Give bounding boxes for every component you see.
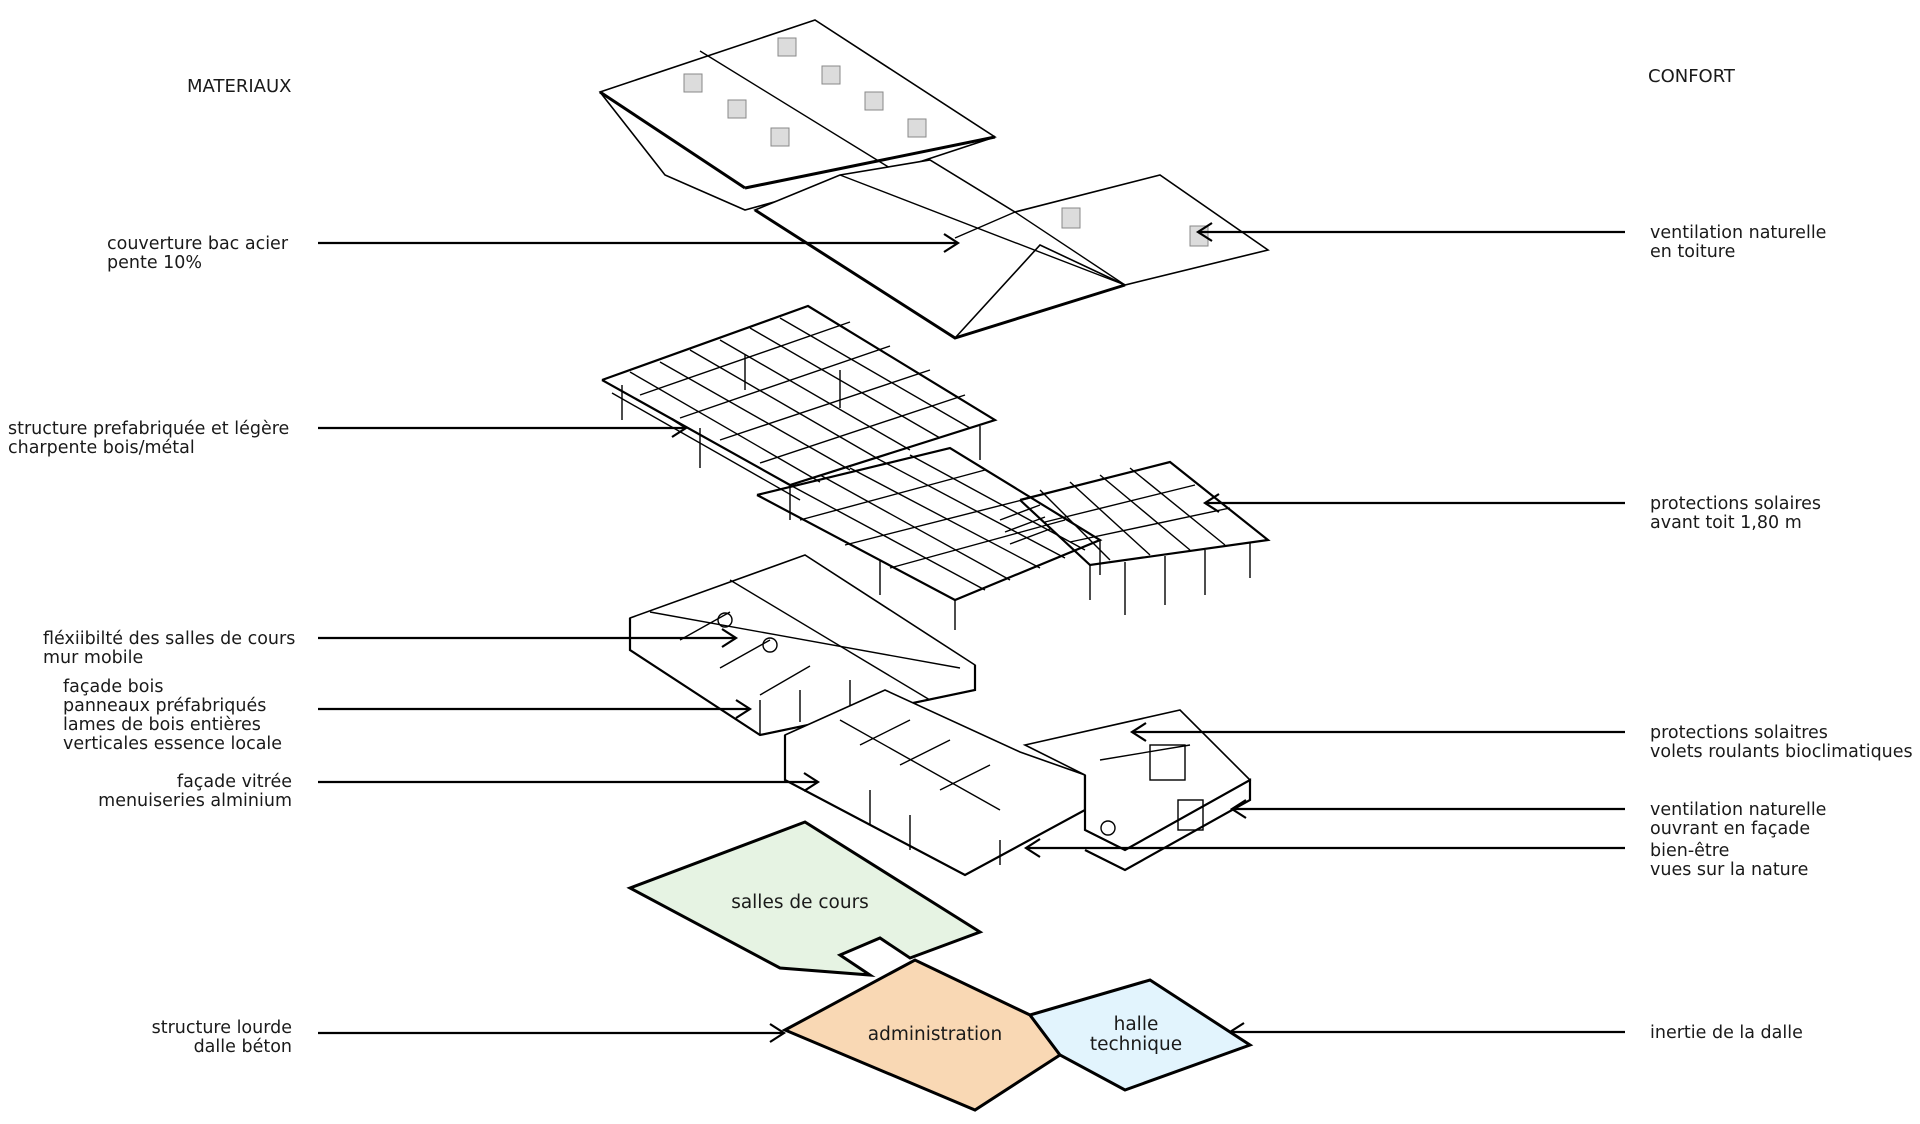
- left-annotation-0: couverture bac acier pente 10%: [107, 233, 961, 273]
- roof-vent-icon: [1061, 207, 1081, 229]
- left-annotation-2: fléxiibilté des salles de cours mur mobi…: [43, 628, 739, 668]
- zone-technical-hall-label: technique: [1090, 1034, 1182, 1055]
- svg-text:façade bois: façade bois: [63, 677, 163, 697]
- floor-slab-layer: salles de cours administration halle tec…: [626, 820, 1254, 1112]
- left-annotation-5: structure lourde dalle béton: [152, 1018, 787, 1057]
- lower-roof-layer: [753, 159, 1270, 340]
- svg-text:ouvrant en façade: ouvrant en façade: [1650, 819, 1810, 839]
- svg-text:protections solaitres: protections solaitres: [1650, 723, 1828, 743]
- svg-text:mur mobile: mur mobile: [43, 648, 143, 668]
- upper-roof-layer: [598, 19, 997, 211]
- svg-text:couverture bac acier: couverture bac acier: [107, 234, 289, 254]
- zone-classrooms-label: salles de cours: [731, 892, 869, 913]
- right-annotation-1: protections solaires avant toit 1,80 m: [1202, 493, 1821, 533]
- svg-text:structure prefabriquée et légè: structure prefabriquée et légère: [8, 419, 289, 439]
- svg-text:en toiture: en toiture: [1650, 242, 1735, 262]
- svg-text:dalle béton: dalle béton: [194, 1037, 292, 1057]
- left-annotation-3: façade bois panneaux préfabriqués lames …: [63, 677, 753, 754]
- svg-text:verticales essence locale: verticales essence locale: [63, 734, 282, 754]
- right-annotation-2: protections solaitres volets roulants bi…: [1129, 722, 1913, 762]
- right-annotation-0: ventilation naturelle en toiture: [1195, 222, 1826, 262]
- walls-and-facades-layer: [628, 554, 1252, 877]
- roof-frame-structure: [601, 304, 1271, 630]
- left-annotation-4: façade vitrée menuiseries alminium: [98, 772, 821, 811]
- zone-classrooms: [626, 820, 984, 977]
- svg-text:protections solaires: protections solaires: [1650, 494, 1821, 514]
- svg-text:ventilation naturelle: ventilation naturelle: [1650, 223, 1826, 243]
- svg-text:ventilation naturelle: ventilation naturelle: [1650, 800, 1826, 820]
- svg-text:lames de bois entières: lames de bois entières: [63, 715, 261, 735]
- svg-text:fléxiibilté des salles de cour: fléxiibilté des salles de cours: [43, 629, 295, 649]
- right-annotation-5: inertie de la dalle: [1227, 1022, 1803, 1043]
- right-annotation-3: ventilation naturelle ouvrant en façade: [1229, 799, 1826, 839]
- svg-text:avant toit 1,80 m: avant toit 1,80 m: [1650, 513, 1802, 533]
- svg-text:pente 10%: pente 10%: [107, 253, 202, 273]
- svg-text:panneaux préfabriqués: panneaux préfabriqués: [63, 696, 266, 716]
- header-comfort: CONFORT: [1648, 66, 1736, 87]
- svg-text:volets roulants bioclimatiques: volets roulants bioclimatiques: [1650, 742, 1913, 762]
- roof-vent-icon: [683, 37, 927, 147]
- zone-technical-hall-label: halle: [1114, 1014, 1159, 1035]
- zone-administration-label: administration: [868, 1024, 1002, 1045]
- svg-text:charpente bois/métal: charpente bois/métal: [8, 438, 195, 458]
- svg-text:façade vitrée: façade vitrée: [177, 772, 292, 792]
- header-materials: MATERIAUX: [187, 76, 291, 97]
- svg-text:vues sur la nature: vues sur la nature: [1650, 860, 1808, 880]
- svg-text:inertie de la dalle: inertie de la dalle: [1650, 1023, 1803, 1043]
- zone-technical-hall: [1027, 978, 1254, 1092]
- left-annotation-1: structure prefabriquée et légère charpen…: [8, 418, 689, 458]
- svg-text:menuiseries alminium: menuiseries alminium: [98, 791, 292, 811]
- right-annotation-4: bien-être vues sur la nature: [1023, 838, 1808, 880]
- svg-text:structure lourde: structure lourde: [152, 1018, 292, 1038]
- svg-text:bien-être: bien-être: [1650, 841, 1729, 861]
